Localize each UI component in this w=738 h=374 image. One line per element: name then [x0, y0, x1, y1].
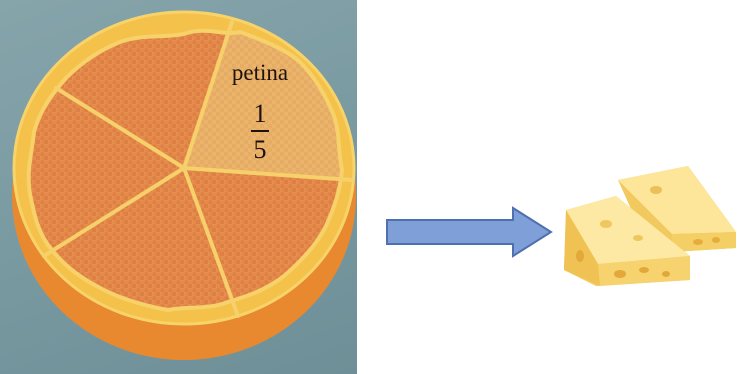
right-arrow-icon [385, 204, 555, 265]
cheese-wheel-photo: petina 1 5 [0, 0, 357, 374]
fraction-denominator: 5 [253, 135, 267, 164]
cheese-wedges-icon [560, 160, 738, 295]
slice-fraction: 1 5 [240, 100, 280, 164]
slice-dividers [42, 20, 354, 318]
cheese-wheel-illustration [12, 10, 356, 360]
fraction-bar [251, 130, 269, 132]
fraction-numerator: 1 [253, 99, 267, 128]
highlighted-slice [184, 30, 343, 180]
slice-label-word: petina [231, 60, 289, 85]
